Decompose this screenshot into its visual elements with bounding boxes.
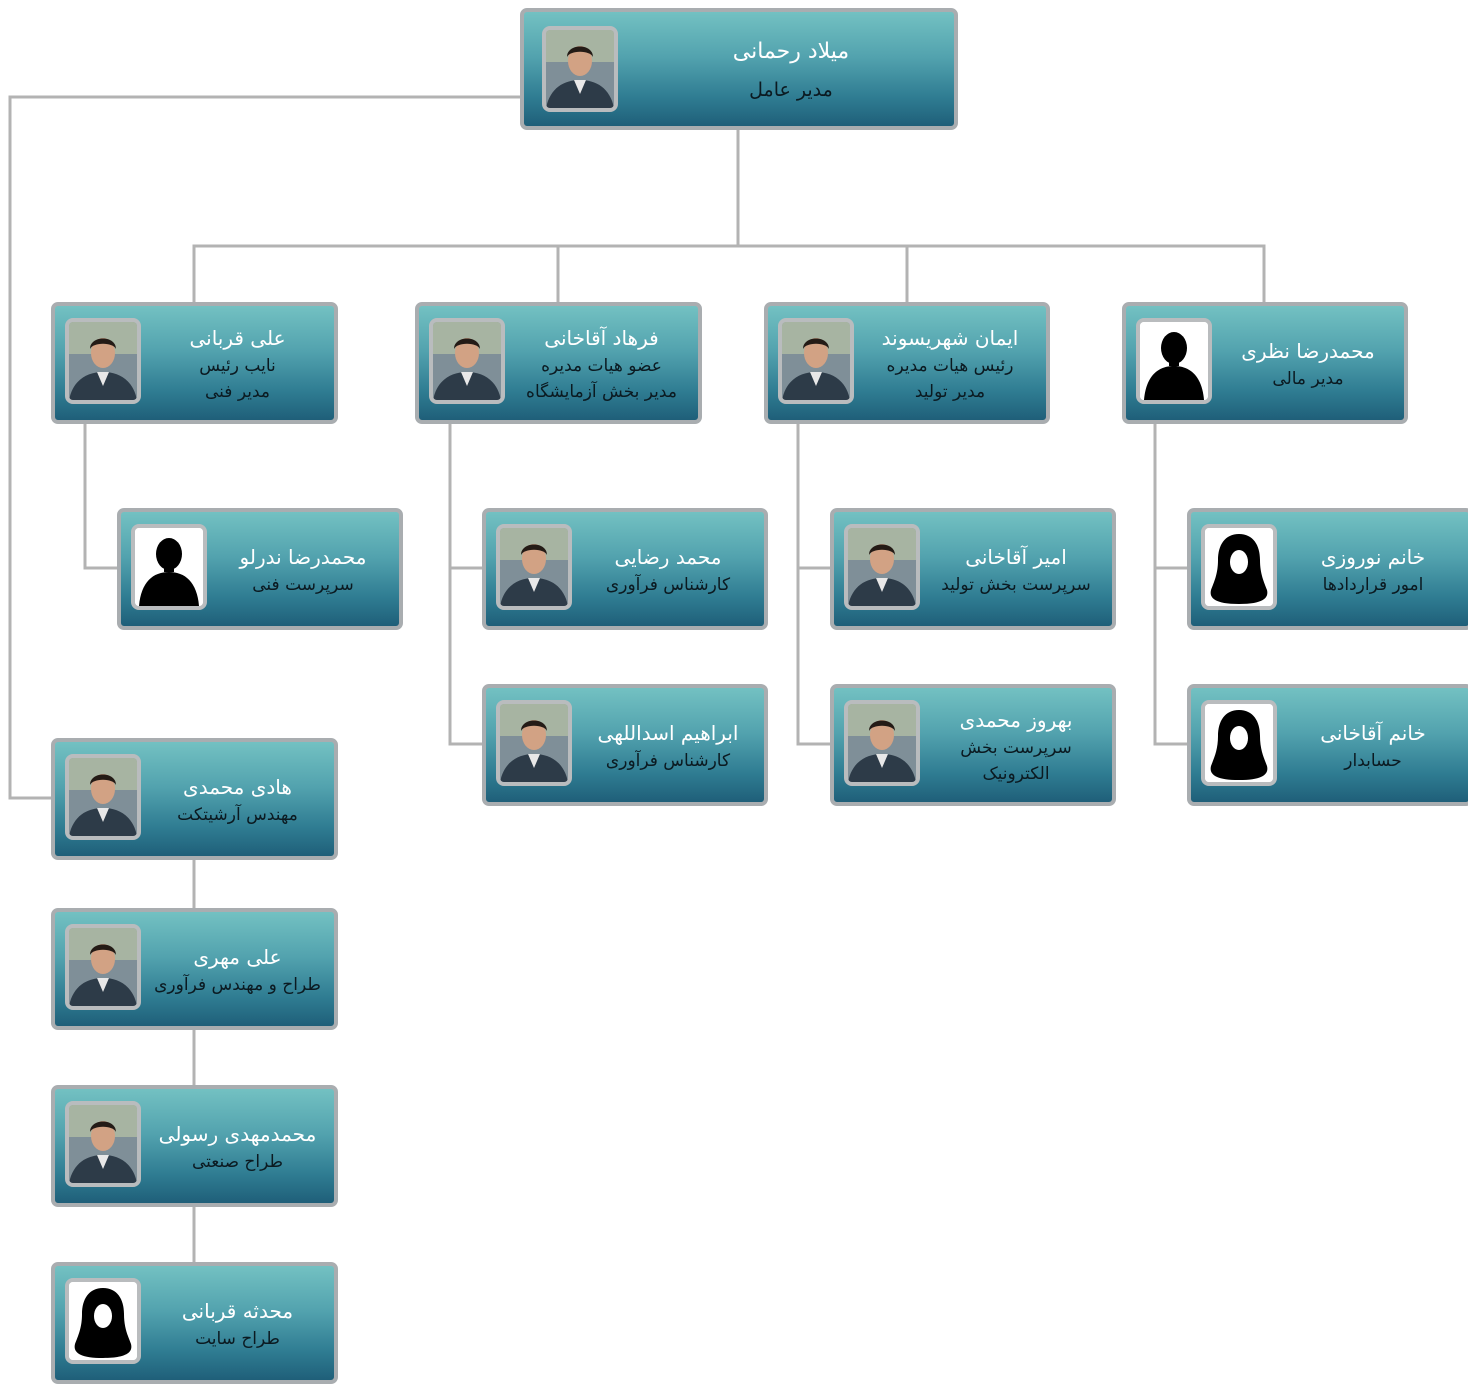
card-text: خانم نوروزی امور قراردادها (1283, 520, 1463, 620)
card-text: ایمان شهریسوند رئیس هیات مدیره مدیر تولید (860, 314, 1040, 414)
person-role: کارشناس فرآوری (605, 575, 731, 595)
person-role: سرپرست فنی (252, 575, 354, 595)
report-card: امیر آقاخانی سرپرست بخش تولید (830, 508, 1116, 630)
design-team-card: محدثه قربانی طراح سایت (51, 1262, 338, 1384)
manager-card: محمدرضا نظری مدیر مالی (1122, 302, 1408, 424)
report-card: محمد رضایی کارشناس فرآوری (482, 508, 768, 630)
card-text: ابراهیم اسداللهی کارشناس فرآوری (578, 696, 758, 796)
person-name: میلاد رحمانی (732, 39, 850, 64)
person-role: مدیر تولید (914, 382, 986, 402)
design-team-card: هادی محمدی مهندس آرشیتکت (51, 738, 338, 860)
person-photo (496, 700, 572, 786)
person-name: علی قربانی (189, 326, 286, 350)
person-photo (844, 524, 920, 610)
ceo-card: میلاد رحمانی مدیر عامل (520, 8, 958, 130)
person-photo (65, 1101, 141, 1187)
person-name: محمدمهدی رسولی (158, 1122, 317, 1146)
card-text: محمد رضایی کارشناس فرآوری (578, 520, 758, 620)
person-role: طراح و مهندس فرآوری (154, 975, 321, 995)
person-role: امور قراردادها (1322, 575, 1424, 595)
card-text: محمدمهدی رسولی طراح صنعتی (147, 1097, 328, 1197)
manager-card: علی قربانی نایب رئیس مدیر فنی (51, 302, 338, 424)
person-photo (65, 318, 141, 404)
person-photo (542, 26, 618, 112)
person-role: الکترونیک (982, 764, 1050, 784)
person-role: مدیر بخش آزمایشگاه (526, 382, 677, 402)
design-team-card: علی مهری طراح و مهندس فرآوری (51, 908, 338, 1030)
person-photo (429, 318, 505, 404)
manager-card: ایمان شهریسوند رئیس هیات مدیره مدیر تولید (764, 302, 1050, 424)
card-text: علی مهری طراح و مهندس فرآوری (147, 920, 328, 1020)
person-role: طراح سایت (195, 1329, 280, 1349)
person-name: محمدرضا نظری (1241, 339, 1375, 363)
person-role: رئیس هیات مدیره (886, 356, 1014, 376)
person-name: امیر آقاخانی (965, 545, 1067, 569)
card-text: محمدرضا ندرلو سرپرست فنی (213, 520, 393, 620)
female-silhouette-icon (65, 1278, 141, 1364)
person-role: مدیر فنی (205, 382, 270, 402)
female-silhouette-icon (1201, 700, 1277, 786)
person-name: علی مهری (193, 945, 282, 969)
person-name: محدثه قربانی (181, 1299, 294, 1323)
person-photo (65, 924, 141, 1010)
person-name: خانم نوروزی (1320, 545, 1426, 569)
person-name: بهروز محمدی (959, 708, 1073, 732)
person-name: ایمان شهریسوند (881, 326, 1019, 350)
person-role: عضو هیات مدیره (541, 356, 662, 376)
person-photo (496, 524, 572, 610)
person-name: محمد رضایی (614, 545, 722, 569)
card-text: هادی محمدی مهندس آرشیتکت (147, 750, 328, 850)
person-role: حسابدار (1344, 751, 1402, 771)
person-role: نایب رئیس (199, 356, 276, 376)
person-role: سرپرست بخش (960, 738, 1072, 758)
person-name: خانم آقاخانی (1320, 721, 1426, 745)
person-role: کارشناس فرآوری (605, 751, 731, 771)
person-role: مدیر مالی (1272, 369, 1344, 389)
female-silhouette-icon (1201, 524, 1277, 610)
card-text: فرهاد آقاخانی عضو هیات مدیره مدیر بخش آزما… (511, 314, 692, 414)
person-name: محمدرضا ندرلو (239, 545, 367, 569)
card-text: امیر آقاخانی سرپرست بخش تولید (926, 520, 1106, 620)
report-card: خانم آقاخانی حسابدار (1187, 684, 1468, 806)
card-text: محدثه قربانی طراح سایت (147, 1274, 328, 1374)
person-name: ابراهیم اسداللهی (597, 721, 739, 745)
person-role: طراح صنعتی (191, 1152, 284, 1172)
person-photo (65, 754, 141, 840)
design-team-card: محمدمهدی رسولی طراح صنعتی (51, 1085, 338, 1207)
person-photo (778, 318, 854, 404)
card-text: محمدرضا نظری مدیر مالی (1218, 314, 1398, 414)
male-silhouette-icon (131, 524, 207, 610)
report-card: خانم نوروزی امور قراردادها (1187, 508, 1468, 630)
person-role: سرپرست بخش تولید (941, 575, 1091, 595)
card-text: خانم آقاخانی حسابدار (1283, 696, 1463, 796)
card-text: میلاد رحمانی مدیر عامل (634, 20, 948, 120)
report-card: بهروز محمدی سرپرست بخش الکترونیک (830, 684, 1116, 806)
card-text: علی قربانی نایب رئیس مدیر فنی (147, 314, 328, 414)
person-photo (844, 700, 920, 786)
report-card: ابراهیم اسداللهی کارشناس فرآوری (482, 684, 768, 806)
card-text: بهروز محمدی سرپرست بخش الکترونیک (926, 696, 1106, 796)
person-name: فرهاد آقاخانی (544, 326, 659, 350)
person-name: هادی محمدی (183, 775, 292, 799)
person-role: مدیر عامل (749, 79, 833, 101)
person-role: مهندس آرشیتکت (177, 805, 298, 825)
male-silhouette-icon (1136, 318, 1212, 404)
report-card: محمدرضا ندرلو سرپرست فنی (117, 508, 403, 630)
manager-card: فرهاد آقاخانی عضو هیات مدیره مدیر بخش آزما… (415, 302, 702, 424)
